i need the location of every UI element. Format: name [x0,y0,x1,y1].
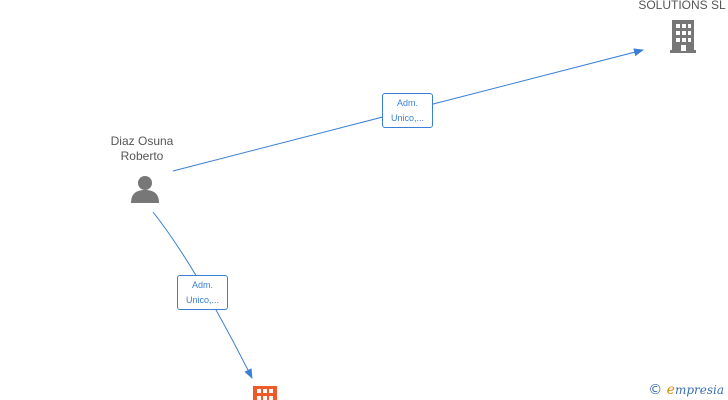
person-name-label: Diaz Osuna Roberto [92,134,192,164]
person-name-line1: Diaz Osuna [110,134,174,148]
edge-label-role-1[interactable]: Adm. Unico,... [382,93,433,128]
person-name-line2: Roberto [120,149,164,163]
person-icon[interactable] [130,174,160,204]
empresia-logo-text: mpresia [674,383,724,397]
edge-label-role-1-line1: Adm. [396,98,418,108]
building-icon-highlighted[interactable] [252,386,278,400]
empresia-watermark[interactable]: © empresia [648,382,724,398]
edge-label-role-1-line2: Unico,... [390,113,424,123]
company-top-label: SOLUTIONS SL [638,0,726,12]
copyright-icon: © [648,382,663,398]
edge-label-role-2-line1: Adm. [191,280,213,290]
empresia-logo-initial: e [666,382,675,398]
building-icon[interactable] [670,20,700,53]
edge-label-role-2[interactable]: Adm. Unico,... [177,275,228,310]
edge-label-role-2-line2: Unico,... [185,295,219,305]
